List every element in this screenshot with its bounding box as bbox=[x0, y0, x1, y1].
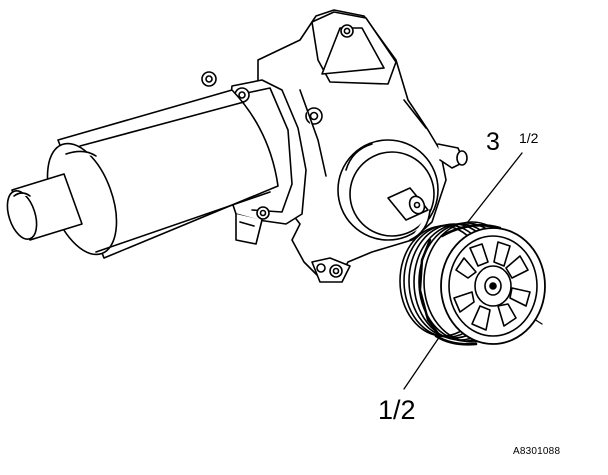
callout-1-2: 1/2 bbox=[378, 395, 416, 425]
gear-housing bbox=[257, 9, 468, 283]
leader-line-top bbox=[459, 152, 523, 233]
callout-3: 3 bbox=[486, 128, 500, 156]
leader-line-bottom bbox=[403, 335, 441, 390]
motor-cylinder bbox=[46, 89, 279, 259]
figure-code: A8301088 bbox=[513, 446, 561, 457]
motor-end-cap bbox=[6, 173, 83, 241]
belt-pulley bbox=[399, 221, 546, 346]
callout-3-fraction: 1/2 bbox=[519, 130, 539, 146]
